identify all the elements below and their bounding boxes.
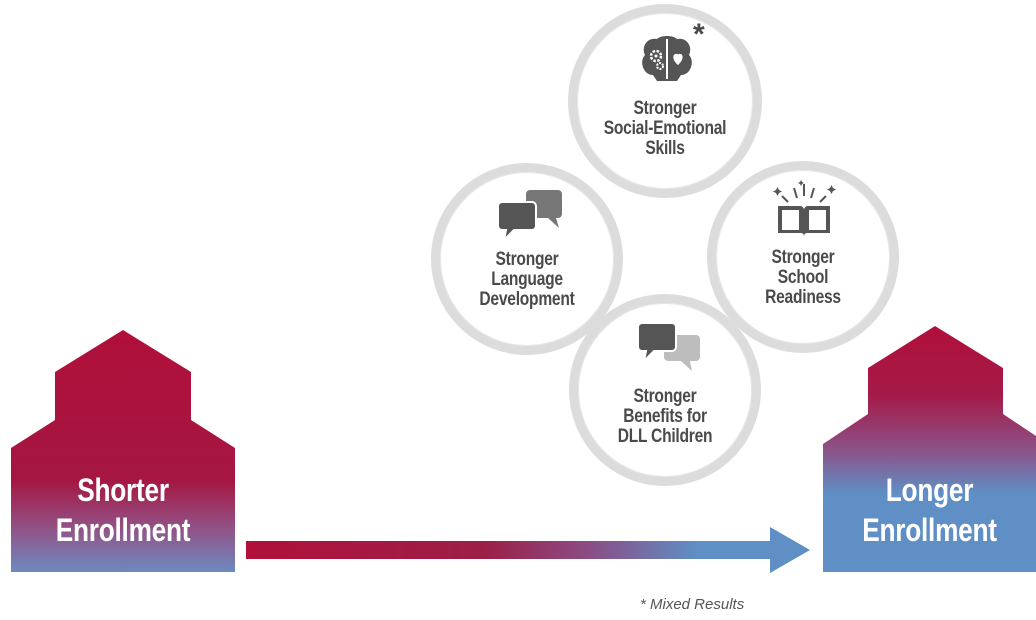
social-emotional-circle: Stronger Social-Emotional Skills bbox=[568, 4, 762, 198]
circle-label-line: Development bbox=[479, 289, 575, 310]
longer-enrollment-house-shape bbox=[823, 326, 1036, 572]
longer-enrollment-label: Longer Enrollment bbox=[842, 470, 1017, 550]
language-development-label: Stronger Language Development bbox=[456, 250, 599, 310]
mixed-results-footnote: * Mixed Results bbox=[640, 596, 745, 613]
circle-label-line: Stronger bbox=[633, 98, 697, 119]
shorter-enrollment-house: Shorter Enrollment bbox=[11, 470, 235, 550]
language-development-circle: Stronger Language Development bbox=[431, 163, 623, 355]
circle-label-line: School bbox=[777, 267, 829, 288]
circle-label-line: Language bbox=[491, 269, 563, 290]
dll-children-circle: Stronger Benefits for DLL Children bbox=[569, 294, 761, 486]
open-book-icon bbox=[773, 180, 836, 236]
school-readiness-circle: Stronger School Readiness bbox=[707, 161, 899, 353]
house-label-line: Longer bbox=[885, 472, 974, 508]
dll-children-label: Stronger Benefits for DLL Children bbox=[594, 387, 737, 447]
mixed-results-asterisk: * bbox=[693, 18, 705, 51]
social-emotional-label: Stronger Social-Emotional Skills bbox=[593, 99, 737, 159]
circle-label-line: Skills bbox=[645, 138, 685, 159]
shorter-enrollment-label: Shorter Enrollment bbox=[31, 470, 215, 550]
circle-label-line: Social-Emotional bbox=[603, 118, 727, 139]
brain-gears-heart-icon bbox=[642, 36, 692, 81]
circle-label-line: Stronger bbox=[771, 247, 835, 268]
speech-bubbles-icon bbox=[638, 322, 700, 371]
speech-bubbles-icon bbox=[498, 190, 562, 244]
arrow-shaft bbox=[246, 541, 776, 559]
school-readiness-label: Stronger School Readiness bbox=[732, 248, 875, 308]
longer-enrollment-house: Longer Enrollment bbox=[823, 470, 1036, 550]
shorter-enrollment-house-shape bbox=[11, 330, 235, 572]
house-label-line: Enrollment bbox=[862, 512, 997, 548]
arrow-head bbox=[770, 527, 810, 573]
house-label-line: Shorter bbox=[77, 472, 169, 508]
circle-label-line: DLL Children bbox=[617, 426, 713, 447]
circle-label-line: Benefits for bbox=[623, 406, 707, 427]
circle-label-line: Readiness bbox=[765, 287, 841, 308]
house-label-line: Enrollment bbox=[55, 512, 191, 548]
circle-label-line: Stronger bbox=[633, 386, 697, 407]
circle-label-line: Stronger bbox=[495, 249, 559, 270]
